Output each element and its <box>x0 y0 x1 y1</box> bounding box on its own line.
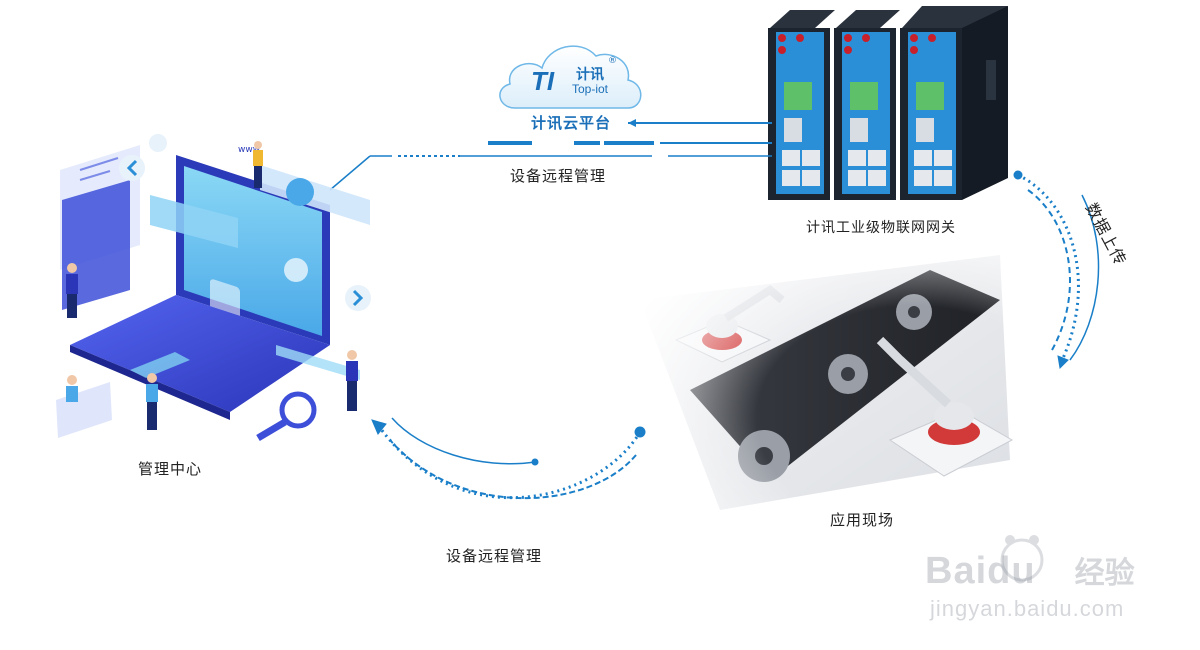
watermark-url: jingyan.baidu.com <box>930 596 1125 621</box>
person-at-desk <box>56 375 112 438</box>
laptop-keyboard <box>70 295 330 412</box>
url-chip-text: www <box>238 145 260 155</box>
paw-logo-icon <box>1000 538 1044 582</box>
cloud-icon <box>499 45 642 109</box>
arrow-head-icon <box>1057 355 1069 370</box>
watermark-brand: Baidu <box>925 550 1036 592</box>
gateway-group <box>768 6 1008 200</box>
gear-icon <box>149 134 167 152</box>
chevron-right-icon <box>345 285 371 311</box>
location-pin-icon <box>286 178 314 206</box>
gateway-device <box>768 10 835 200</box>
remote-management-bottom-label: 设备远程管理 <box>446 547 543 565</box>
gateway-device <box>834 10 900 200</box>
cloud-registered-mark: ® <box>608 56 617 66</box>
management-center-illustration: www <box>56 134 371 442</box>
gateway-label: 计讯工业级物联网网关 <box>806 220 956 236</box>
arrow-head-icon <box>371 419 387 435</box>
person-figure <box>146 373 158 430</box>
management-center-label: 管理中心 <box>138 460 203 478</box>
arrow-head-icon <box>628 119 636 127</box>
user-avatar-icon <box>284 258 308 282</box>
cloud-brand-cn: 计讯 <box>576 67 604 83</box>
top-flow-lines <box>329 119 772 191</box>
cloud-platform-label: 计讯云平台 <box>531 114 612 132</box>
person-figure <box>66 263 78 318</box>
person-figure <box>253 141 263 188</box>
remote-management-top-label: 设备远程管理 <box>510 167 607 185</box>
watermark-brand-cn: 经验 <box>1074 556 1135 591</box>
application-site-label: 应用现场 <box>830 511 895 529</box>
ti-logo-mark: TI <box>531 66 555 96</box>
bottom-flow-arrows <box>371 417 646 500</box>
cloud-platform: TI <box>499 45 642 109</box>
cloud-brand-en: Top-iot <box>572 82 609 96</box>
gateway-device <box>900 6 1008 200</box>
chevron-left-icon <box>119 155 145 181</box>
watermark <box>1000 535 1044 582</box>
magnifier-icon <box>279 391 317 429</box>
data-upload-arrows <box>1013 170 1100 370</box>
application-site-illustration <box>640 250 1030 530</box>
watermark-text: Baidu 经验 <box>925 548 1135 593</box>
laptop-trackpad <box>130 352 190 378</box>
person-figure <box>346 350 358 411</box>
